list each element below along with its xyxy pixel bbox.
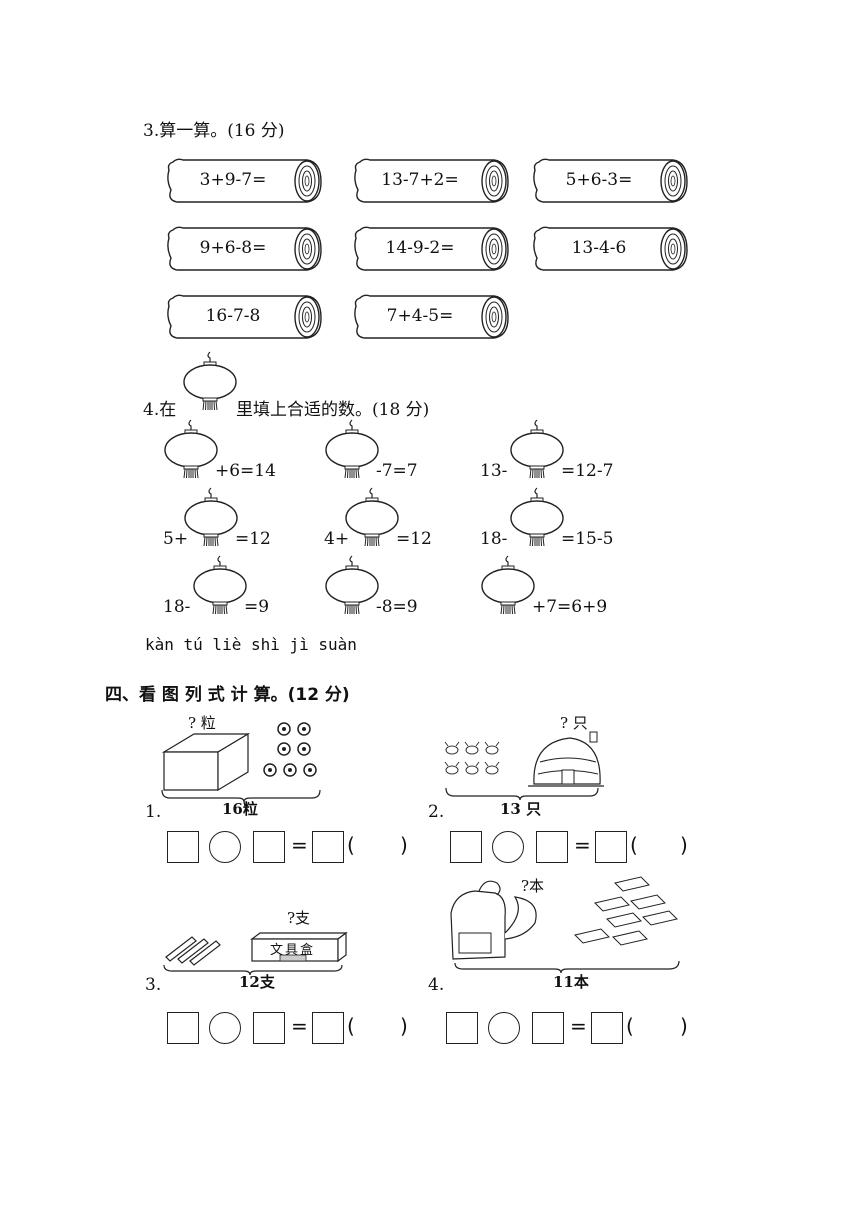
lantern-blank-icon[interactable]: [324, 554, 380, 616]
pencil-case-label: 文具盒: [270, 943, 316, 958]
log-expression: 3+9-7=: [199, 170, 267, 190]
answer-box-1[interactable]: [167, 831, 199, 863]
answer-box-1[interactable]: [167, 1012, 199, 1044]
log-expression: 16-7-8: [205, 306, 261, 326]
lantern-blank-icon[interactable]: [480, 554, 536, 616]
equals-sign: =: [570, 1014, 587, 1038]
lantern-eq-after: =12-7: [561, 461, 614, 481]
log-card: 9+6-8=: [163, 224, 323, 274]
log-expression: 9+6-8=: [199, 238, 267, 258]
answer-box-2[interactable]: [253, 831, 285, 863]
lantern-eq-after: -7=7: [376, 461, 418, 481]
lantern-icon: [182, 350, 238, 412]
bees-and-hive-icon: [444, 731, 604, 801]
pinyin-line: kàn tú liè shì jì suàn: [145, 635, 357, 654]
lantern-eq-after: =15-5: [561, 529, 614, 549]
log-card: 13-7+2=: [350, 156, 510, 206]
problem2-number: 2.: [428, 802, 445, 822]
lantern-eq-after: -8=9: [376, 597, 418, 617]
log-card: 13-4-6: [529, 224, 689, 274]
pencils-and-pencil-case-icon: [163, 931, 348, 976]
log-expression: 5+6-3=: [565, 170, 633, 190]
log-expression: 7+4-5=: [386, 306, 454, 326]
problem1-number: 1.: [145, 802, 162, 822]
lantern-eq-before: 18-: [480, 529, 508, 549]
log-card: 14-9-2=: [350, 224, 510, 274]
problem4-illustration: ?本: [445, 873, 685, 973]
section4-title-suffix: 里填上合适的数。(18 分): [236, 400, 430, 420]
log-card: 3+9-7=: [163, 156, 323, 206]
problem3-number: 3.: [145, 975, 162, 995]
problem1-illustration: ? 粒: [160, 712, 330, 802]
lantern-eq-after: =9: [244, 597, 270, 617]
paren-open: (: [630, 833, 638, 857]
problem4-question: ?本: [521, 877, 545, 895]
paren-close: ): [400, 1014, 408, 1038]
section4-title-prefix: 4.在: [143, 400, 177, 420]
equals-sign: =: [291, 833, 308, 857]
log-card: 5+6-3=: [529, 156, 689, 206]
lantern-eq-after: +7=6+9: [532, 597, 608, 617]
answer-box-1[interactable]: [446, 1012, 478, 1044]
paren-close: ): [680, 833, 688, 857]
box-icon: [161, 722, 321, 802]
problem3-question: ?支: [287, 909, 311, 927]
section3-title: 3.算一算。(16 分): [143, 121, 285, 141]
result-box[interactable]: [591, 1012, 623, 1044]
equals-sign: =: [291, 1014, 308, 1038]
log-card: 7+4-5=: [350, 292, 510, 342]
result-box[interactable]: [595, 831, 627, 863]
problem2-total: 13 只: [500, 800, 542, 818]
problem1-question: ? 粒: [188, 714, 216, 732]
lantern-eq-before: 13-: [480, 461, 508, 481]
log-expression: 13-7+2=: [381, 170, 459, 190]
lantern-eq-after: +6=14: [215, 461, 276, 481]
paren-close: ): [680, 1014, 688, 1038]
lantern-eq-after: =12: [396, 529, 432, 549]
problem4-number: 4.: [428, 975, 445, 995]
paren-open: (: [347, 833, 355, 857]
problem2-illustration: ? 只: [442, 712, 607, 802]
paren-open: (: [626, 1014, 634, 1038]
answer-box-1[interactable]: [450, 831, 482, 863]
answer-box-2[interactable]: [536, 831, 568, 863]
lantern-eq-before: 5+: [163, 529, 189, 549]
lantern-blank-icon[interactable]: [509, 486, 565, 548]
lantern-blank-icon[interactable]: [163, 418, 219, 480]
answer-box-2[interactable]: [253, 1012, 285, 1044]
paren-open: (: [347, 1014, 355, 1038]
answer-box-2[interactable]: [532, 1012, 564, 1044]
lantern-blank-icon[interactable]: [192, 554, 248, 616]
problem3-total: 12支: [239, 973, 275, 991]
operator-circle[interactable]: [209, 831, 241, 863]
operator-circle[interactable]: [488, 1012, 520, 1044]
equals-sign: =: [574, 833, 591, 857]
lantern-eq-after: =12: [235, 529, 271, 549]
log-card: 16-7-8: [163, 292, 323, 342]
result-box[interactable]: [312, 831, 344, 863]
log-expression: 14-9-2=: [385, 238, 455, 258]
paren-close: ): [400, 833, 408, 857]
section-four-title: 四、看 图 列 式 计 算。(12 分): [105, 685, 350, 705]
lantern-eq-before: 4+: [324, 529, 350, 549]
lantern-blank-icon[interactable]: [324, 418, 380, 480]
lantern-eq-before: 18-: [163, 597, 191, 617]
backpack-and-books-icon: [450, 876, 680, 973]
problem3-illustration: ?支 文具盒: [160, 905, 360, 980]
log-expression: 13-4-6: [571, 238, 627, 258]
result-box[interactable]: [312, 1012, 344, 1044]
problem1-total: 16粒: [222, 800, 258, 818]
operator-circle[interactable]: [492, 831, 524, 863]
lantern-blank-icon[interactable]: [344, 486, 400, 548]
lantern-blank-icon[interactable]: [183, 486, 239, 548]
problem2-question: ? 只: [560, 714, 588, 732]
problem4-total: 11本: [553, 973, 589, 991]
operator-circle[interactable]: [209, 1012, 241, 1044]
lantern-blank-icon[interactable]: [509, 418, 565, 480]
